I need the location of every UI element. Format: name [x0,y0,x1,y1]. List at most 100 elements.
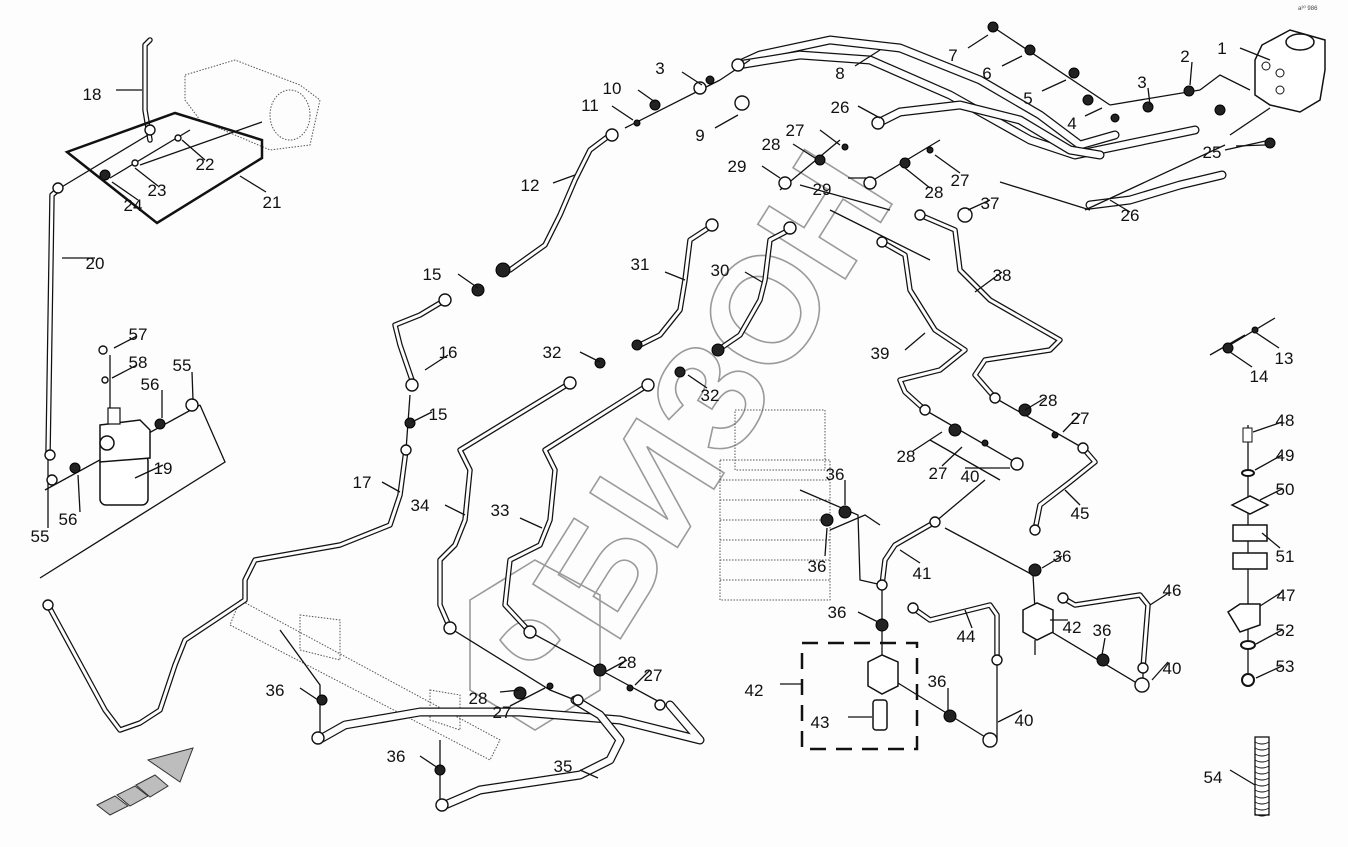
callout-label-37: 37 [981,194,1000,213]
tube-17 [45,447,409,733]
fitting-nut [1142,101,1154,113]
callout-label-25: 25 [1203,143,1222,162]
fitting-nut [991,654,1003,666]
callout-label-28: 28 [1039,391,1058,410]
callout-leader-28 [912,431,943,452]
callout-leader-58 [111,364,138,379]
callout-leader-49 [1254,454,1283,471]
callout-label-30: 30 [711,261,730,280]
fitting-nut [523,625,537,639]
fitting-nut [1096,653,1110,667]
callout-leader-44 [964,609,973,629]
fitting-nut [495,262,511,278]
fitting-nut [989,392,1001,404]
spiral-coil [1254,759,1270,763]
callout-label-24: 24 [124,196,143,215]
callout-label-53: 53 [1276,657,1295,676]
spiral-coil [1254,765,1270,769]
callout-label-40: 40 [1163,659,1182,678]
callout-leader-26 [1109,199,1131,213]
callout-leader-45 [1064,489,1081,506]
fitting-nut [693,81,707,95]
fitting-nut [316,694,328,706]
fitting-nut [649,99,661,111]
callout-leader-27 [819,129,841,146]
callout-leader-6 [1001,55,1023,67]
callout-label-28: 28 [618,653,637,672]
fitting-nut [711,343,725,357]
assembly-axis-line [829,209,931,261]
callout-leader-36 [824,527,828,557]
fitting-nut [185,398,199,412]
callout-label-32: 32 [543,343,562,362]
fitting-nut [731,58,745,72]
fittings [42,21,1276,812]
callout-label-18: 18 [83,85,102,104]
callout-leader-40 [1151,661,1169,681]
fitting-nut [513,686,527,700]
callout-label-55: 55 [173,356,192,375]
callout-label-48: 48 [1276,411,1295,430]
callout-label-12: 12 [521,176,540,195]
callout-label-8: 8 [835,64,844,83]
callout-leader-27 [1062,413,1081,433]
callout-label-31: 31 [631,255,650,274]
callout-leader-21 [239,175,267,193]
valve-block-42 [867,602,1054,695]
assembly-axis-line [1229,107,1271,136]
fitting-nut [311,731,325,745]
tube-16 [392,297,448,383]
callout-leader-23 [134,167,159,187]
fitting-nut [820,513,834,527]
tube-39 [879,239,968,413]
callout-label-33: 33 [491,501,510,520]
callout-label-36: 36 [1053,547,1072,566]
callout-label-55: 55 [31,527,50,546]
callout-label-11: 11 [581,96,599,115]
hose-26b [1085,170,1227,210]
callout-label-4: 4 [1067,114,1076,133]
fitting-nut [605,128,619,142]
fitting-nut [981,439,989,447]
callout-leader-32 [579,351,601,363]
callout-leader-25 [1235,144,1266,147]
fitting-nut [814,154,826,166]
callout-label-19: 19 [154,459,173,478]
fitting-nut [404,417,416,429]
callout-leader-1 [1239,47,1271,61]
callout-label-51: 51 [1276,547,1295,566]
callout-label-3: 3 [1137,73,1146,92]
fitting-nut [863,176,877,190]
callout-label-36: 36 [928,672,947,691]
fitting-nut [405,378,419,392]
callout-label-56: 56 [59,510,78,529]
callout-leader-22 [181,139,206,161]
callout-label-7: 7 [948,46,957,65]
assembly-axis-line [989,24,1111,106]
callout-label-32: 32 [701,386,720,405]
callout-label-29: 29 [728,157,747,176]
callout-leader-47 [1259,591,1283,607]
fitting-nut [1222,342,1234,354]
fitting-nut [1077,442,1089,454]
assembly-axis-line [799,184,891,211]
fitting-nut [546,682,554,690]
callout-leader-15 [457,273,479,289]
callout-label-40: 40 [1015,711,1034,730]
fitting-nut [654,699,666,711]
fitting-nut [593,663,607,677]
fitting-nut [871,116,885,130]
callout-label-54: 54 [1204,768,1223,787]
callout-label-15: 15 [423,265,442,284]
callout-label-36: 36 [387,747,406,766]
fitting-nut [52,182,64,194]
kit-frame-21 [64,111,264,225]
callout-label-6: 6 [982,64,991,83]
fitting-nut [907,602,919,614]
callout-label-58: 58 [129,353,148,372]
callout-label-57: 57 [129,325,148,344]
callout-label-27: 27 [951,171,970,190]
callout-leader-4 [1084,107,1103,117]
callout-leader-31 [664,271,686,281]
